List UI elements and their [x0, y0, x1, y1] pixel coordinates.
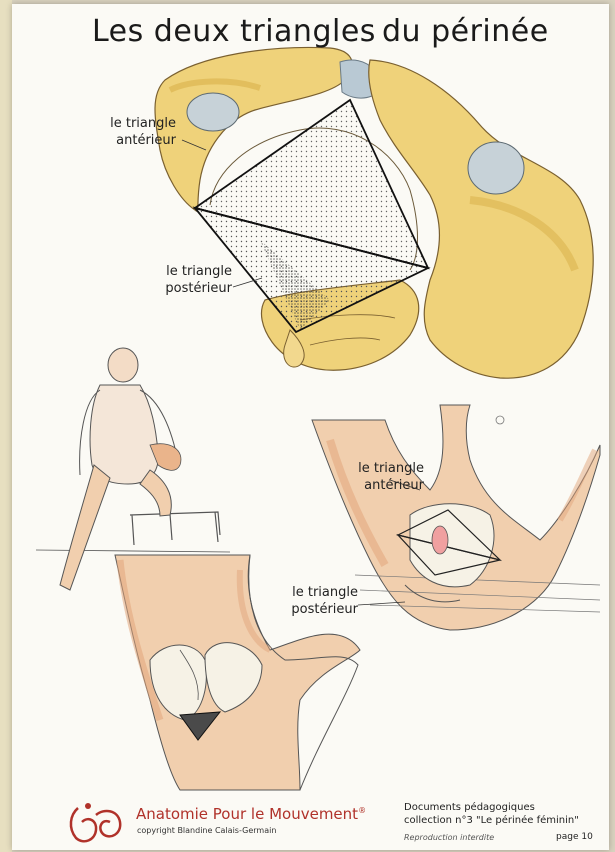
- hip-socket-right: [468, 142, 524, 194]
- footer-copyright: copyright Blandine Calais-Germain: [137, 826, 276, 835]
- footer-reproduction: Reproduction interdite: [404, 833, 494, 842]
- hip-socket-left: [187, 93, 239, 131]
- standing-figure-illustration: [36, 348, 230, 590]
- label-posterior-top: le triangle postérieur: [128, 263, 232, 297]
- label-anterior-right: le triangle antérieur: [334, 460, 424, 494]
- label-anterior-top: le triangle antérieur: [74, 115, 176, 149]
- brand-logo: [71, 803, 120, 841]
- page-number: page 10: [556, 832, 593, 842]
- pelvis-illustration: [155, 47, 593, 378]
- footer-doc-line1: Documents pédagogiques: [404, 802, 535, 813]
- label-posterior-right: le triangle postérieur: [260, 584, 358, 618]
- footer-brand: Anatomie Pour le Mouvement®: [136, 805, 366, 823]
- page-title-part1: Les deux triangles: [92, 14, 376, 49]
- footer-doc-line2: collection n°3 "Le périnée féminin": [404, 815, 579, 826]
- page-title-part2: du périnée: [382, 14, 549, 49]
